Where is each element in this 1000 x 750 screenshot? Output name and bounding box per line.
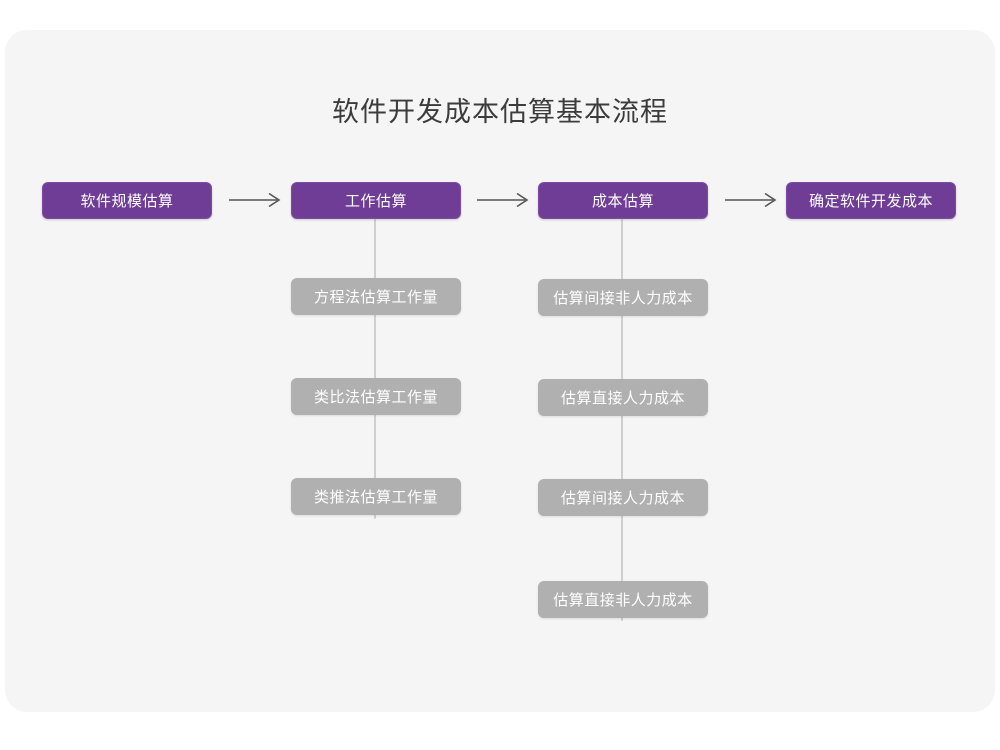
page-title: 软件开发成本估算基本流程 [332, 97, 668, 127]
node-direct-labor-cost[interactable]: 估算直接人力成本 [538, 379, 708, 416]
arrow-step2-to-step3 [475, 188, 535, 212]
flowchart: 软件规模估算 工作估算 成本估算 确定软件开发成本 方程法估算工作量 类比法估算… [5, 30, 995, 712]
arrow-step3-to-step4 [723, 188, 783, 212]
node-cost-estimation[interactable]: 成本估算 [538, 182, 708, 219]
connector-line-work-estimation [374, 219, 376, 519]
node-equation-method-workload[interactable]: 方程法估算工作量 [291, 278, 461, 315]
node-analogy-method-workload[interactable]: 类比法估算工作量 [291, 378, 461, 415]
node-inference-method-workload[interactable]: 类推法估算工作量 [291, 478, 461, 515]
node-direct-nonlabor-cost[interactable]: 估算直接非人力成本 [538, 581, 708, 618]
arrow-step1-to-step2 [227, 188, 287, 212]
node-indirect-labor-cost[interactable]: 估算间接人力成本 [538, 479, 708, 516]
node-work-estimation[interactable]: 工作估算 [291, 182, 461, 219]
node-software-size-estimation[interactable]: 软件规模估算 [42, 182, 212, 219]
diagram-card: 软件开发成本估算基本流程 软件规模估算 工作估算 成本估算 [5, 30, 995, 712]
node-determine-development-cost[interactable]: 确定软件开发成本 [786, 182, 956, 219]
connector-line-cost-estimation [621, 219, 623, 621]
node-indirect-nonlabor-cost[interactable]: 估算间接非人力成本 [538, 279, 708, 316]
